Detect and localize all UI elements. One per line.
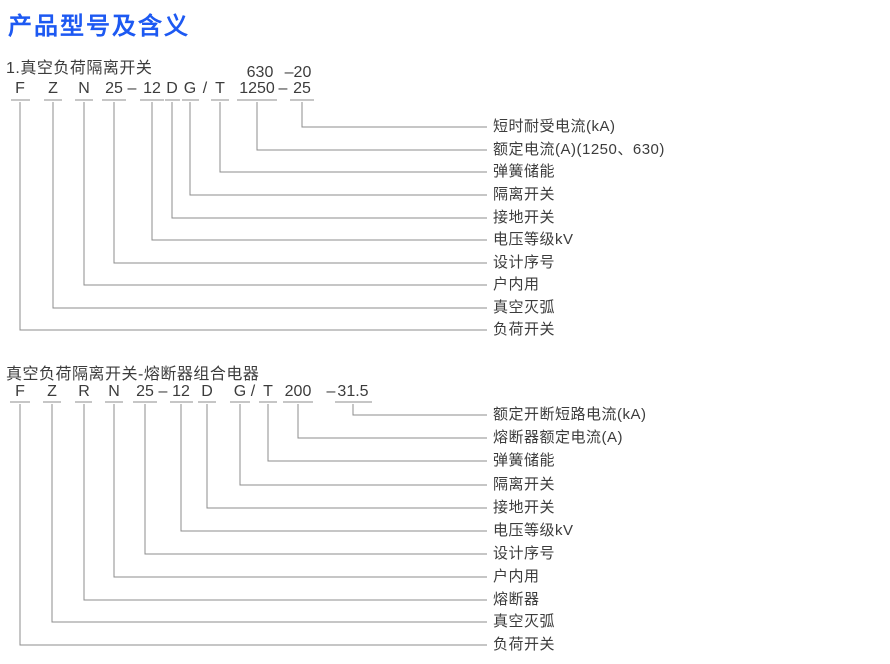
code-part: R: [78, 383, 90, 400]
connector-line: [144, 404, 487, 555]
code-part: N: [78, 80, 90, 97]
connector-line: [219, 102, 487, 173]
connector-line: [51, 404, 487, 623]
meaning-label: 设计序号: [493, 545, 556, 562]
code-part: D: [166, 80, 178, 97]
code-part: T: [215, 80, 225, 97]
connector-line: [83, 404, 487, 601]
meaning-label: 熔断器额定电流(A): [493, 429, 623, 446]
connector-line: [83, 102, 487, 286]
meaning-label: 设计序号: [493, 254, 556, 271]
meaning-label: 电压等级kV: [493, 231, 574, 248]
page-title: 产品型号及含义: [8, 13, 190, 40]
code-part: T: [263, 383, 273, 400]
code-part: 200: [284, 383, 312, 400]
meaning-label: 接地开关: [493, 499, 556, 516]
code-part: 25: [293, 80, 311, 97]
code-part: Z: [47, 383, 57, 400]
code-part: 1250: [239, 80, 275, 97]
code-part: F: [15, 80, 25, 97]
meaning-label: 真空灭弧: [493, 613, 556, 630]
meaning-label: 弹簧储能: [493, 163, 556, 180]
connector-line: [151, 102, 487, 241]
code-separator: –: [326, 383, 336, 400]
code-part: G: [183, 80, 197, 97]
meaning-label: 接地开关: [493, 209, 556, 226]
code-part: 12: [143, 80, 161, 97]
meaning-label: 负荷开关: [493, 636, 556, 653]
meaning-label: 额定电流(A)(1250、630): [493, 141, 665, 158]
connector-line: [301, 102, 487, 128]
meaning-label: 负荷开关: [493, 321, 556, 338]
code-part: Z: [48, 80, 58, 97]
code-top-value: 630: [246, 64, 274, 81]
meaning-label: 隔离开关: [493, 476, 556, 493]
code-separator: –: [158, 383, 168, 400]
code-part: 25: [136, 383, 154, 400]
connector-line: [206, 404, 487, 509]
code-part: 31.5: [337, 383, 369, 400]
connector-line: [256, 102, 487, 151]
meaning-label: 弹簧储能: [493, 452, 556, 469]
code-separator: –: [278, 80, 288, 97]
code-part: F: [15, 383, 25, 400]
meaning-label: 额定开断短路电流(kA): [493, 406, 647, 423]
connector-line: [171, 102, 487, 219]
connector-line: [189, 102, 487, 196]
meaning-label: 熔断器: [493, 591, 540, 608]
section-1-subtitle: 1.真空负荷隔离开关: [6, 60, 153, 77]
connector-line: [52, 102, 487, 309]
code-top-value: –20: [284, 64, 312, 81]
connector-line: [239, 404, 487, 486]
connector-line: [113, 404, 487, 578]
code-part: G: [233, 383, 247, 400]
code-part: D: [201, 383, 213, 400]
meaning-label: 户内用: [493, 568, 540, 585]
section-2-subtitle: 真空负荷隔离开关-熔断器组合电器: [6, 366, 260, 383]
code-separator: –: [127, 80, 137, 97]
connector-line: [267, 404, 487, 462]
meaning-label: 户内用: [493, 276, 540, 293]
code-part: N: [108, 383, 120, 400]
code-separator: /: [250, 383, 256, 400]
code-separator: /: [202, 80, 208, 97]
meaning-label: 电压等级kV: [493, 522, 574, 539]
connector-line: [352, 404, 487, 416]
code-part: 25: [105, 80, 123, 97]
meaning-label: 隔离开关: [493, 186, 556, 203]
code-part: 12: [172, 383, 190, 400]
connector-line: [19, 404, 487, 646]
connector-line: [113, 102, 487, 264]
connector-line: [180, 404, 487, 532]
meaning-label: 短时耐受电流(kA): [493, 118, 616, 135]
connector-line: [19, 102, 487, 331]
connector-line: [297, 404, 487, 439]
meaning-label: 真空灭弧: [493, 299, 556, 316]
